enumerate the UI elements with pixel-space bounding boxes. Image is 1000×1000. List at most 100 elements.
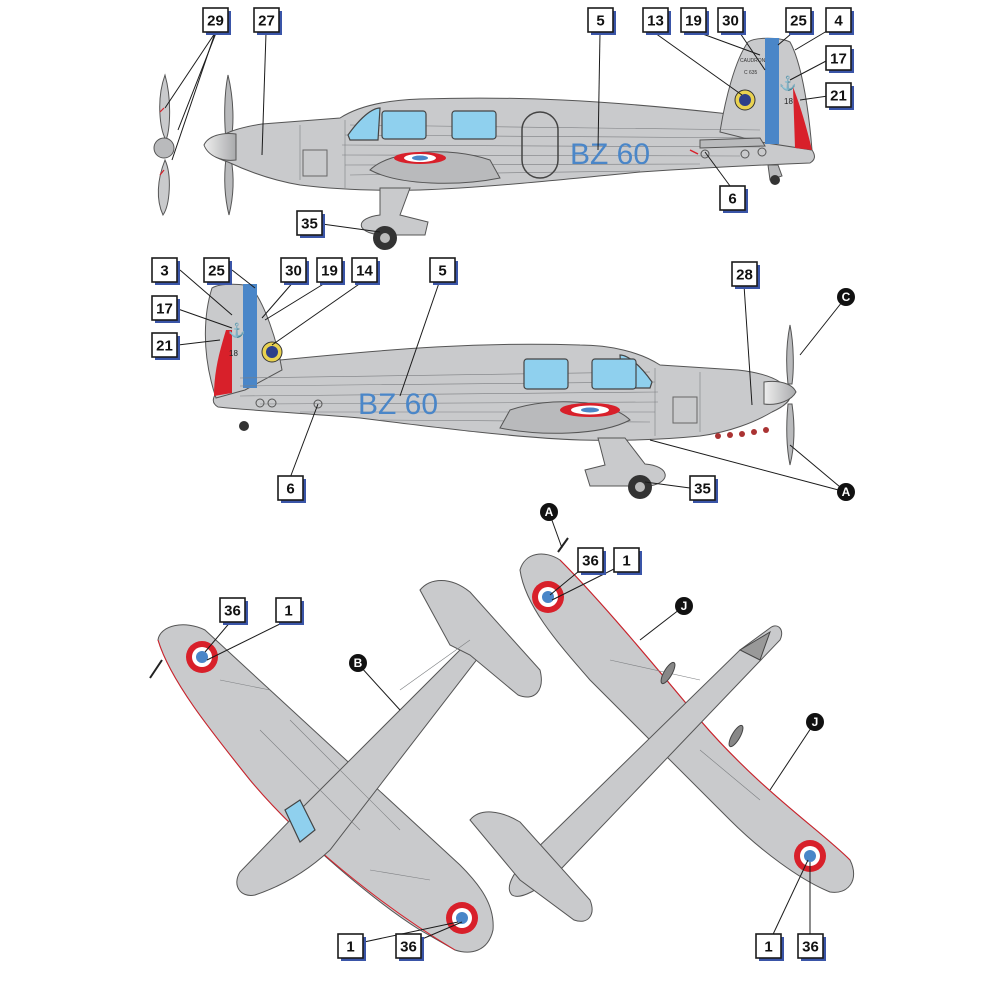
main-wheel-hub-top [380,233,390,243]
leader-lines [164,27,847,946]
propeller-front-view [153,73,175,216]
callout-6: 6 [719,185,748,213]
roundel-blue-underside-1 [196,651,208,663]
topside-plan-view [469,537,855,922]
callout-19: 19 [680,7,709,35]
svg-text:J: J [812,715,819,729]
letter-callout-J2: J [806,713,824,731]
svg-text:35: 35 [694,481,711,498]
exhaust-stacks [715,427,769,439]
spinner-top [203,133,237,161]
roundel-blue-underside-2 [456,912,468,924]
svg-text:C: C [842,290,851,304]
svg-text:14: 14 [356,263,373,280]
windscreen-top [347,107,381,141]
tailplane-top [699,137,766,149]
svg-text:17: 17 [156,301,173,318]
propeller-side [224,74,234,216]
fin-flag-red [793,87,812,150]
fin-flag-blue [765,38,779,144]
callout-1-t1: 1 [613,547,642,575]
callout-28: 28 [731,261,760,289]
callouts-underside: 36 1 1 36 B [219,597,424,961]
cabin-door-top [521,111,559,179]
callout-13: 13 [642,7,671,35]
svg-text:A: A [545,505,554,519]
svg-text:1: 1 [346,939,354,956]
wing-roundel-blue-top [412,155,428,161]
svg-text:27: 27 [258,13,275,30]
letter-callout-J1: J [675,597,693,615]
aircraft-code-bottom: BZ 60 [358,388,438,421]
rivet-top-2 [740,149,750,159]
underside-panel-lines [219,639,471,881]
callout-35-b: 35 [689,475,718,503]
svg-text:6: 6 [728,191,736,208]
svg-text:25: 25 [208,263,225,280]
callout-1-u2: 1 [337,933,366,961]
svg-text:19: 19 [321,263,338,280]
aircraft-code-top: BZ 60 [570,138,650,171]
pitot-tube-topside [557,537,569,553]
svg-text:B: B [354,656,363,670]
svg-text:4: 4 [834,13,843,30]
rivet-top-1 [700,149,710,159]
svg-text:1: 1 [622,553,630,570]
callouts-side-bottom: 3 25 30 19 14 5 28 17 21 6 35 C A [151,257,855,503]
main-gear-fairing-top [360,187,429,236]
callout-30: 30 [717,7,746,35]
callout-27: 27 [253,7,282,35]
fin-flag-blue-bottom [243,284,257,388]
propeller-blade-up [786,324,794,385]
callout-17: 17 [825,45,854,73]
callout-30-b: 30 [280,257,309,285]
red-marking-6-top [689,149,699,155]
roundel-blue-topside-2 [804,850,816,862]
rivet-bottom-3 [313,399,323,409]
callout-6-b: 6 [277,475,306,503]
tailplane-topside [469,811,593,922]
cabin-window-2-bottom [523,358,569,390]
tail-wheel-top [767,164,783,181]
callout-3: 3 [151,257,180,285]
squadron-badge-inner-bottom [266,346,278,358]
svg-text:13: 13 [647,13,664,30]
callout-35: 35 [296,210,325,238]
svg-text:J: J [681,599,688,613]
svg-text:36: 36 [400,939,417,956]
main-gear-fairing-bottom [584,437,666,487]
wing-roundel-blue-bottom [581,407,599,413]
letter-callout-C: C [837,288,855,306]
callout-14: 14 [351,257,380,285]
svg-text:21: 21 [156,338,173,355]
callout-36-t2: 36 [797,933,826,961]
underside-window [284,799,316,843]
letter-callout-A-top: A [540,503,558,521]
svg-text:6: 6 [286,481,294,498]
spinner-bottom [763,380,797,405]
squadron-badge-inner [739,94,751,106]
callout-4: 4 [825,7,854,35]
propeller-blade-down [786,403,795,466]
svg-text:1: 1 [764,939,772,956]
svg-text:36: 36 [224,603,241,620]
pitot-tube-underside [149,659,163,679]
letter-callout-A-side: A [837,483,855,501]
fin-number-bottom: 18 [229,349,238,358]
callout-1-u1: 1 [275,597,304,625]
side-profile-left: 18 CAUDRON C 635 ⚓ BZ 60 [153,37,815,250]
callout-25: 25 [785,7,814,35]
svg-text:28: 28 [736,267,753,284]
svg-text:21: 21 [830,88,847,105]
fin-flag-red-bottom [214,330,232,396]
fin-text-caudron: CAUDRON [740,58,766,64]
rivet-bottom-2 [267,398,277,408]
callout-21: 21 [825,82,854,110]
svg-text:5: 5 [438,263,446,280]
svg-text:3: 3 [160,263,168,280]
svg-text:1: 1 [284,603,292,620]
fuselage-panel-lines-bottom [239,368,701,436]
callout-1-t2: 1 [755,933,784,961]
underside-plan-view [149,580,542,953]
